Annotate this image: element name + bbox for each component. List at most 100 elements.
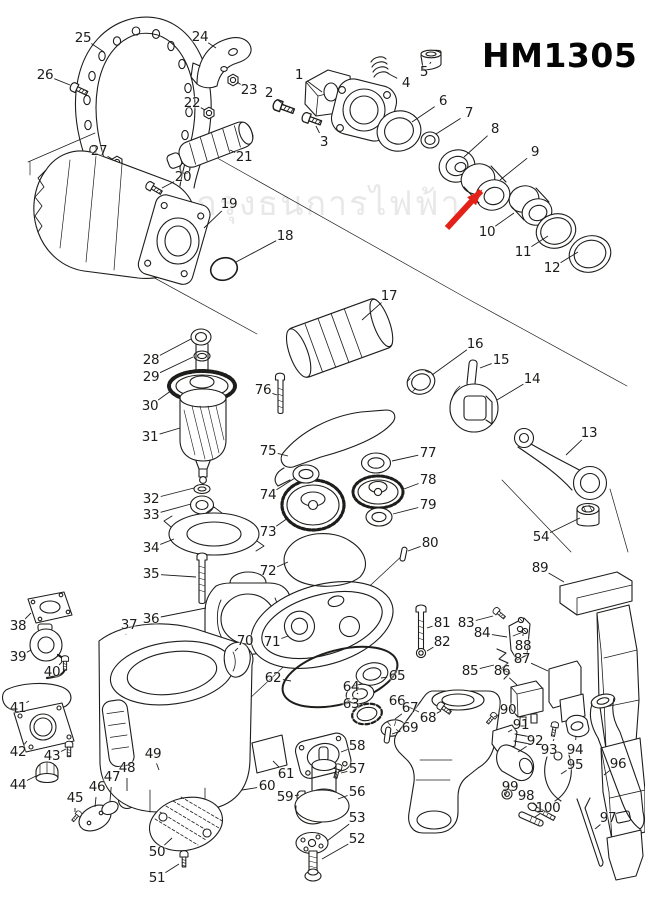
leader-line-68 bbox=[436, 710, 442, 714]
leader-line-38 bbox=[24, 612, 32, 620]
leader-line-24 bbox=[207, 42, 217, 49]
leader-line-100 bbox=[534, 813, 541, 818]
leader-line-75 bbox=[277, 452, 289, 457]
leader-line-53 bbox=[326, 823, 350, 842]
drawing-bolt-76 bbox=[274, 372, 286, 415]
leader-line-92 bbox=[517, 746, 527, 753]
drawing-ring-12 bbox=[568, 235, 612, 273]
model-title: HM1305 bbox=[482, 36, 638, 75]
leader-line-33 bbox=[160, 503, 192, 513]
leader-line-90 bbox=[493, 714, 500, 718]
leader-line-28 bbox=[159, 338, 192, 356]
drawing-bearing-65 bbox=[355, 662, 389, 686]
leader-line-21 bbox=[229, 149, 236, 153]
leader-line-83 bbox=[475, 615, 494, 621]
leader-line-97 bbox=[594, 824, 601, 830]
drawing-bearing-77 bbox=[360, 452, 392, 474]
leader-line-74 bbox=[276, 477, 296, 491]
leader-line-13 bbox=[565, 439, 583, 456]
leader-line-43 bbox=[60, 748, 67, 752]
leader-line-6 bbox=[411, 106, 435, 123]
leader-line-49 bbox=[156, 763, 160, 771]
leader-line-30 bbox=[157, 389, 173, 401]
leader-line-27 bbox=[107, 155, 113, 160]
drawing-bearing-33 bbox=[189, 495, 215, 515]
leader-line-29 bbox=[159, 356, 194, 374]
drawing-ring-29 bbox=[193, 350, 211, 362]
drawing-rod-97 bbox=[576, 797, 604, 867]
leader-line-36 bbox=[160, 607, 207, 618]
drawing-armature-31 bbox=[179, 388, 227, 484]
leader-line-10 bbox=[494, 212, 515, 227]
leader-line-72 bbox=[276, 561, 289, 568]
highlight-arrow bbox=[444, 188, 484, 231]
leader-line-82 bbox=[426, 646, 434, 652]
leader-line-5 bbox=[429, 61, 432, 65]
drawing-bearing-79 bbox=[365, 507, 393, 527]
leader-line-9 bbox=[499, 157, 528, 181]
leader-line-40 bbox=[58, 661, 63, 666]
drawing-filter-plate-50 bbox=[149, 796, 225, 852]
leader-line-73 bbox=[275, 517, 289, 527]
leader-line-8 bbox=[463, 135, 488, 158]
leader-line-79 bbox=[392, 507, 419, 515]
leader-line-84 bbox=[491, 634, 508, 638]
drawing-motor-housing-19 bbox=[33, 150, 211, 285]
drawing-gasket-72 bbox=[283, 532, 366, 587]
drawing-oring-62 bbox=[281, 645, 399, 709]
leader-line-18 bbox=[235, 240, 277, 263]
leader-line-80 bbox=[407, 545, 421, 552]
leader-line-78 bbox=[403, 483, 419, 490]
drawing-gasket-41 bbox=[1, 682, 72, 714]
leader-line-39 bbox=[26, 649, 32, 653]
leader-line-87 bbox=[530, 662, 549, 672]
drawing-ring-11 bbox=[535, 213, 577, 249]
drawing-bearing-64 bbox=[345, 683, 375, 705]
drawing-pin-69 bbox=[383, 726, 392, 744]
drawing-pin-100 bbox=[518, 811, 544, 827]
leader-line-62 bbox=[282, 679, 292, 682]
leader-line-89 bbox=[548, 572, 565, 583]
leader-line-77 bbox=[391, 454, 419, 462]
leader-line-46 bbox=[94, 796, 97, 808]
drawing-switch-86 bbox=[510, 680, 544, 727]
drawing-baffle-34 bbox=[163, 506, 265, 556]
leader-line-25 bbox=[91, 43, 105, 53]
leader-line-50 bbox=[163, 837, 173, 846]
drawing-conrod-13 bbox=[513, 427, 608, 501]
leader-line-35 bbox=[160, 574, 197, 578]
leader-line-85 bbox=[479, 664, 495, 670]
leader-line-70 bbox=[234, 647, 239, 652]
drawing-nameplate-61 bbox=[251, 734, 288, 774]
leader-line-96 bbox=[603, 769, 611, 776]
drawing-handle-89 bbox=[559, 571, 645, 881]
leader-line-22 bbox=[200, 107, 206, 111]
leader-line-71 bbox=[281, 635, 289, 639]
leader-line-42 bbox=[23, 740, 28, 745]
leader-line-67 bbox=[394, 713, 403, 720]
drawing-capacitor-92 bbox=[496, 744, 535, 782]
drawing-spring-4 bbox=[370, 56, 390, 78]
drawing-cap-5 bbox=[420, 49, 442, 71]
drawing-inner-housing bbox=[393, 689, 501, 834]
drawing-bearing-6 bbox=[376, 110, 422, 152]
leader-line-76 bbox=[272, 392, 278, 396]
drawing-seal-47 bbox=[101, 800, 119, 816]
leader-line-61 bbox=[272, 760, 280, 768]
leader-line-20 bbox=[161, 181, 175, 189]
drawing-spring-85 bbox=[496, 648, 511, 680]
leader-line-51 bbox=[165, 863, 180, 873]
drawing-screw-35 bbox=[196, 552, 208, 605]
leader-line-64 bbox=[356, 692, 359, 695]
leader-line-31 bbox=[159, 427, 181, 435]
leader-line-81 bbox=[426, 625, 433, 629]
drawing-bearing-28 bbox=[190, 328, 212, 346]
leader-line-34 bbox=[160, 538, 175, 545]
leader-line-95 bbox=[560, 770, 567, 775]
leader-line-7 bbox=[435, 118, 461, 135]
leader-line-41 bbox=[26, 700, 30, 703]
drawing-pad-70 bbox=[223, 641, 251, 678]
leader-line-60 bbox=[241, 787, 258, 791]
leader-line-14 bbox=[496, 383, 524, 401]
